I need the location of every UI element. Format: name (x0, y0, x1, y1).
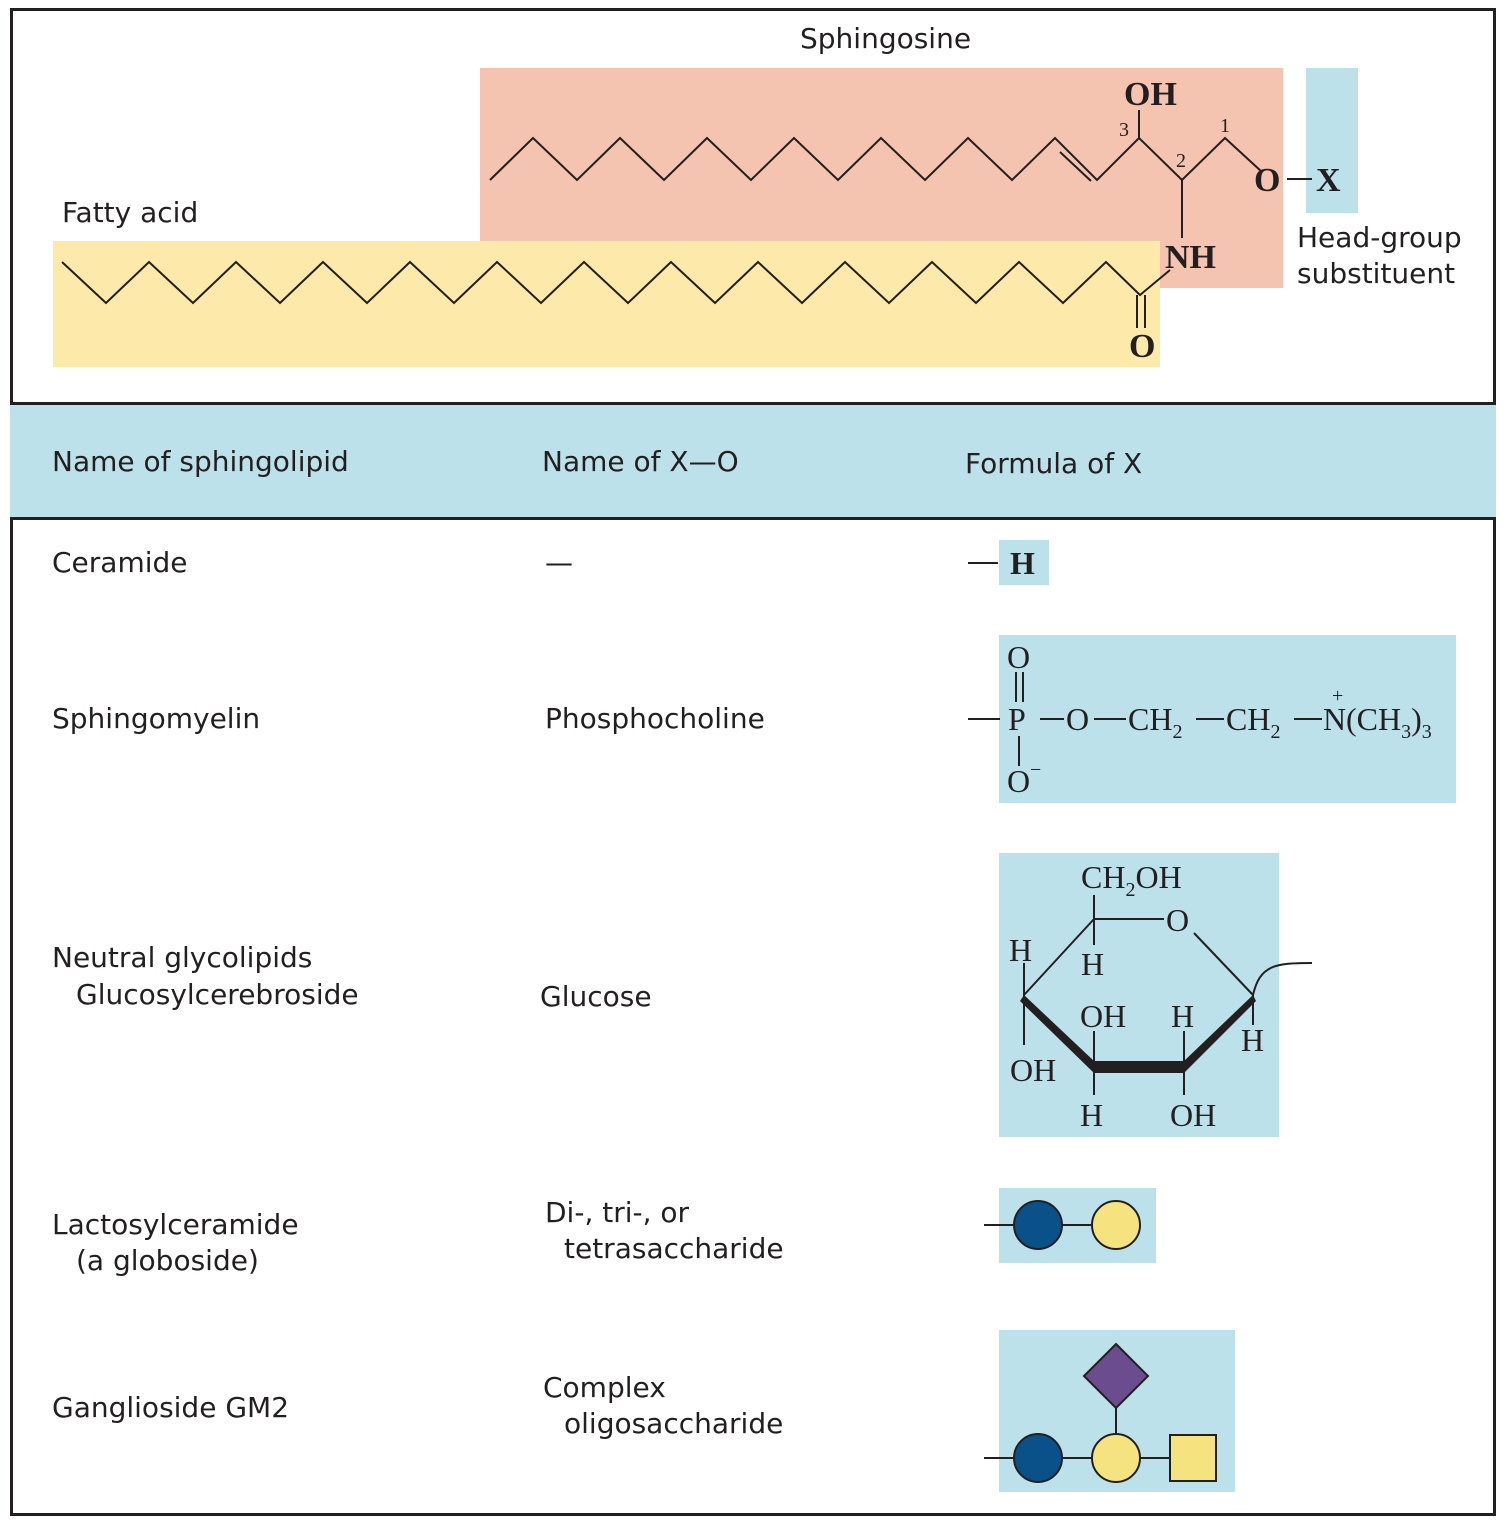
ceramide-formula-box (999, 540, 1049, 585)
gm2-glucose-circle-icon (1013, 1433, 1063, 1483)
glucose-formula: CH2OH O H H OH H H OH H OH (1009, 859, 1313, 1133)
glucose-circle-icon (1013, 1200, 1063, 1250)
sphingosine-label: Sphingosine (800, 22, 972, 55)
pc-o-bottom: O (1007, 763, 1030, 799)
gm2-galnac-square-icon (1169, 1434, 1217, 1482)
glucose-box (999, 853, 1279, 1137)
glc-h-c1: H (1241, 1022, 1264, 1058)
row-lactosyl-xo-line1: Di-, tri-, or (545, 1196, 690, 1229)
glc-o-c1 (1193, 932, 1254, 996)
sphingosine-chain (489, 136, 1263, 182)
ceramide-structure: OH NH O O X 1 2 3 (61, 76, 1341, 365)
fatty-acid-label: Fatty acid (62, 196, 199, 229)
c2-number: 2 (1176, 150, 1186, 172)
glc-ch2oh: CH2OH (1081, 859, 1182, 901)
header-sphingolipid-name: Name of sphingolipid (52, 445, 349, 478)
lactose-formula (984, 1200, 1141, 1250)
c3-oh-text: OH (1124, 76, 1177, 113)
fatty-acid-highlight (53, 241, 1160, 367)
row-glucosyl-name-line2: Glucosylcerebroside (76, 978, 359, 1011)
phosphocholine-formula: O P O CH2 CH2 N + (CH3)3 O − (968, 639, 1432, 799)
row-ganglioside-xo-line1: Complex (543, 1371, 666, 1404)
glc-h-c4: H (1009, 932, 1032, 968)
glc-oh-c2: OH (1170, 1097, 1216, 1133)
c1-number: 1 (1220, 115, 1230, 137)
ceramide-h-text: H (1010, 545, 1035, 581)
row-ceramide-xo: — (545, 546, 573, 579)
glc-ring-o: O (1166, 902, 1189, 938)
ether-o-text: O (1254, 162, 1280, 199)
head-group-highlight (1306, 68, 1358, 213)
glc-h-c2: H (1171, 998, 1194, 1034)
glc-oh-c4: OH (1010, 1052, 1056, 1088)
ceramide-formula: H (968, 545, 1035, 581)
c3-number: 3 (1119, 119, 1129, 141)
table-header (10, 402, 1496, 520)
head-group-label-line2: substituent (1297, 257, 1456, 290)
pc-o-top: O (1007, 639, 1030, 675)
pc-ch2-a: CH2 (1128, 701, 1182, 743)
nh-text: NH (1165, 239, 1216, 276)
pc-o: O (1066, 701, 1089, 737)
glc-c5-c4 (1023, 918, 1095, 996)
glc-bold-bottom (1094, 1061, 1184, 1073)
glc-h-c5: H (1081, 946, 1104, 982)
row-glucosyl-xo: Glucose (540, 980, 652, 1013)
row-sphingomyelin-name: Sphingomyelin (52, 702, 261, 735)
header-x-formula: Formula of X (965, 447, 1143, 480)
pc-plus: + (1332, 685, 1343, 707)
row-glucosyl-name-line1: Neutral glycolipids (52, 941, 313, 974)
header-xo-name: Name of X—O (542, 445, 739, 478)
glc-oh-c3: OH (1080, 998, 1126, 1034)
x-text: X (1316, 162, 1341, 199)
glc-h-c3: H (1080, 1097, 1103, 1133)
gm2-formula (984, 1342, 1217, 1483)
row-ganglioside-name: Ganglioside GM2 (52, 1391, 290, 1424)
pc-ch2-b: CH2 (1226, 701, 1280, 743)
gm2-sialic-diamond-icon (1082, 1342, 1150, 1410)
gm2-galactose-circle-icon (1091, 1433, 1141, 1483)
pc-p: P (1008, 701, 1026, 737)
carbonyl-o-text: O (1129, 328, 1155, 365)
row-lactosyl-name-line2: (a globoside) (76, 1244, 259, 1277)
row-lactosyl-name-line1: Lactosylceramide (52, 1208, 299, 1241)
fatty-acid-chain (61, 260, 1171, 305)
glc-wedge-right (1184, 995, 1256, 1073)
pc-minus: − (1030, 759, 1041, 781)
phosphocholine-box (999, 635, 1456, 803)
glc-wedge-left (1020, 995, 1094, 1073)
galactose-circle-icon (1091, 1200, 1141, 1250)
row-ganglioside-xo-line2: oligosaccharide (564, 1407, 784, 1440)
row-lactosyl-xo-line2: tetrasaccharide (564, 1232, 784, 1265)
row-sphingomyelin-xo: Phosphocholine (545, 702, 765, 735)
head-group-label-line1: Head-group (1297, 221, 1462, 254)
row-ceramide-name: Ceramide (52, 546, 188, 579)
pc-ch3: (CH3)3 (1346, 701, 1432, 743)
trans-double-bond (1059, 151, 1092, 182)
pc-n: N (1323, 701, 1346, 737)
glc-c1-bond (1252, 962, 1313, 996)
